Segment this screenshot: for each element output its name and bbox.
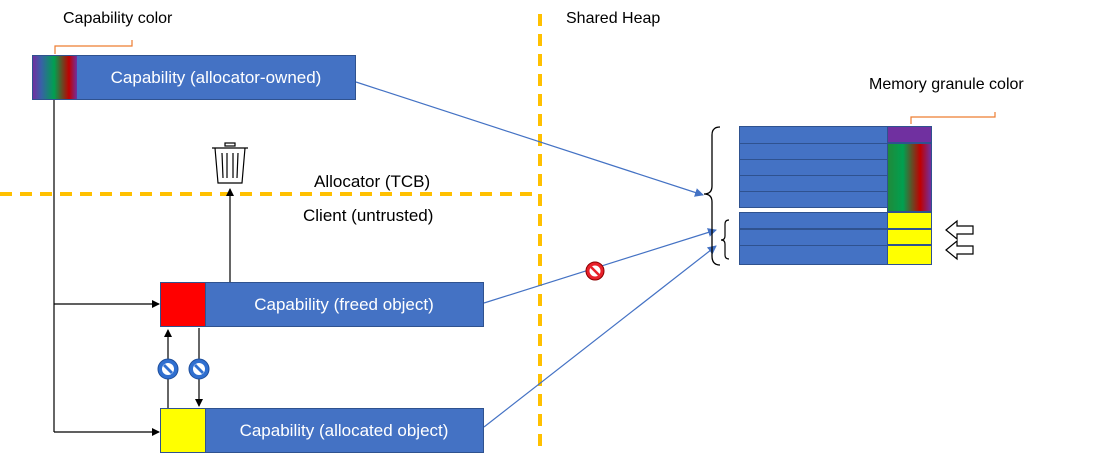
pointer-allocated-object	[483, 245, 717, 428]
capability-allocated-object-label: Capability (allocated object)	[239, 420, 449, 440]
capability-freed-object: Capability (freed object)	[160, 282, 484, 327]
client-untrusted-label: Client (untrusted)	[303, 206, 434, 225]
hollow-left-arrow-icon	[945, 219, 974, 241]
allocated-color-swatch	[161, 409, 206, 452]
capability-color-swatch	[33, 56, 77, 99]
heap-row	[739, 159, 888, 176]
heap-row	[739, 229, 888, 246]
capability-color-label: Capability color	[63, 10, 173, 27]
capability-allocated-object: Capability (allocated object)	[160, 408, 484, 453]
pointer-allocator-owned	[355, 81, 704, 197]
heap-row	[739, 245, 888, 265]
trash-can-icon	[212, 142, 248, 184]
heap-row	[739, 191, 888, 208]
capability-color-callout	[54, 40, 133, 54]
granule-color-allocated	[887, 212, 932, 229]
capability-allocator-owned: Capability (allocator-owned)	[32, 55, 356, 100]
granule-color-allocated	[887, 245, 932, 265]
granule-color-callout	[910, 112, 996, 124]
outer-brace-icon	[703, 126, 721, 266]
heap-row	[739, 143, 888, 160]
granule-color-allocator-owned	[887, 143, 932, 212]
shared-heap-label: Shared Heap	[566, 10, 661, 27]
granule-color-allocated	[887, 229, 932, 245]
heap-row	[739, 212, 888, 229]
allocator-tcb-label: Allocator (TCB)	[314, 172, 431, 191]
granule-color-revoked	[887, 126, 932, 143]
memory-granule-color-label: Memory granule color	[869, 76, 1024, 93]
heap-row	[739, 175, 888, 192]
forbidden-icon	[188, 358, 210, 380]
inner-brace-icon	[720, 219, 730, 260]
forbidden-icon	[585, 261, 605, 281]
heap-row	[739, 126, 888, 144]
forbidden-icon	[157, 358, 179, 380]
capability-allocator-owned-label: Capability (allocator-owned)	[110, 67, 322, 87]
hollow-left-arrow-icon	[945, 239, 974, 261]
freed-color-swatch	[161, 283, 206, 326]
capability-freed-object-label: Capability (freed object)	[254, 294, 434, 314]
